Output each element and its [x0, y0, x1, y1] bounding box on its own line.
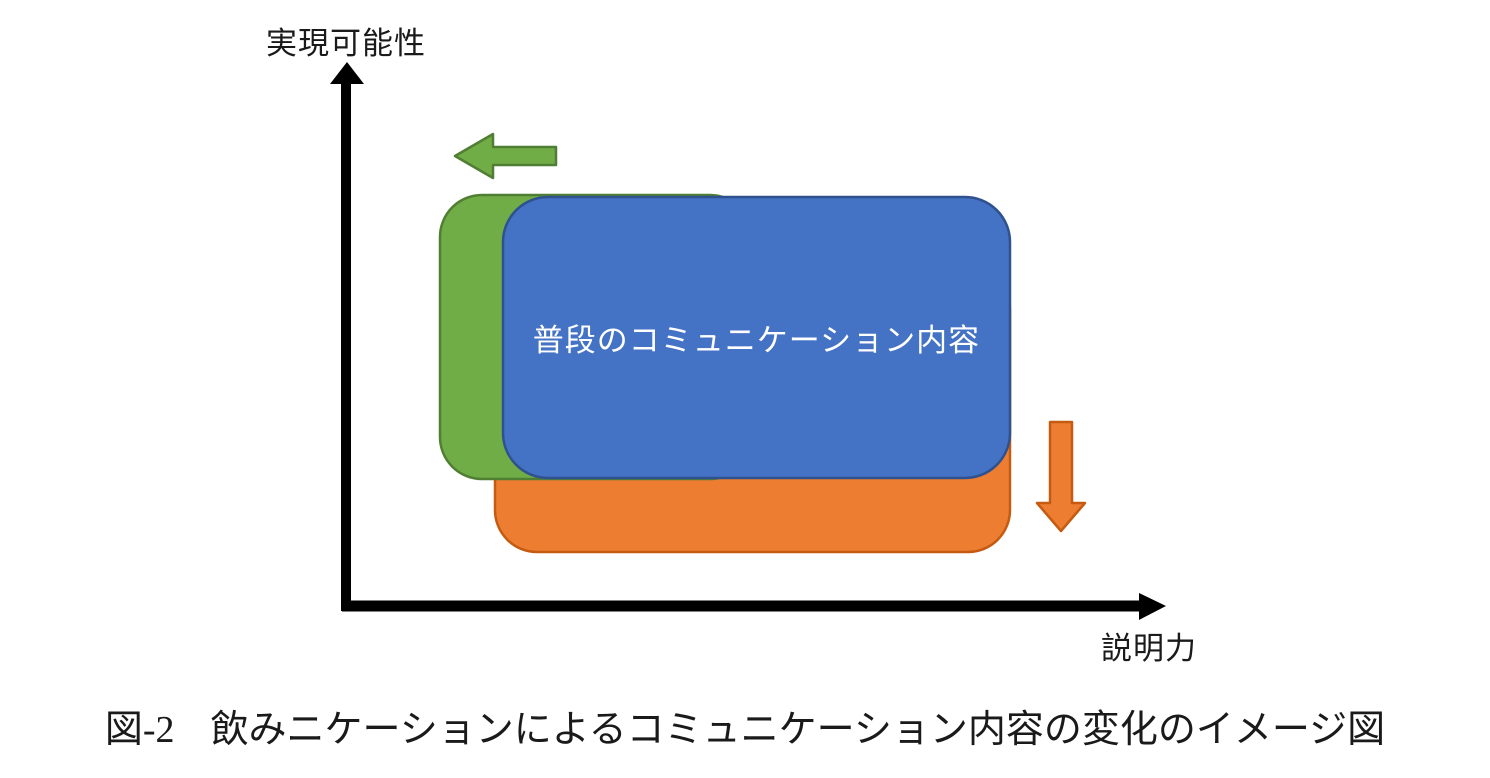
figure-caption: 図-2 飲みニケーションによるコミュニケーション内容の変化のイメージ図 [0, 698, 1490, 753]
shift-left-arrow-icon [453, 132, 558, 180]
x-axis-arrowhead-icon [1139, 593, 1166, 620]
y-axis-label: 実現可能性 [266, 26, 426, 61]
y-axis-arrowhead-icon [330, 62, 364, 84]
figure-caption-number: 図-2 [104, 709, 175, 751]
x-axis-label: 説明力 [1101, 631, 1197, 666]
main-communication-box [501, 195, 1012, 480]
shift-down-arrow-icon [1035, 420, 1087, 533]
figure-caption-text: 飲みニケーションによるコミュニケーション内容の変化のイメージ図 [210, 709, 1386, 751]
